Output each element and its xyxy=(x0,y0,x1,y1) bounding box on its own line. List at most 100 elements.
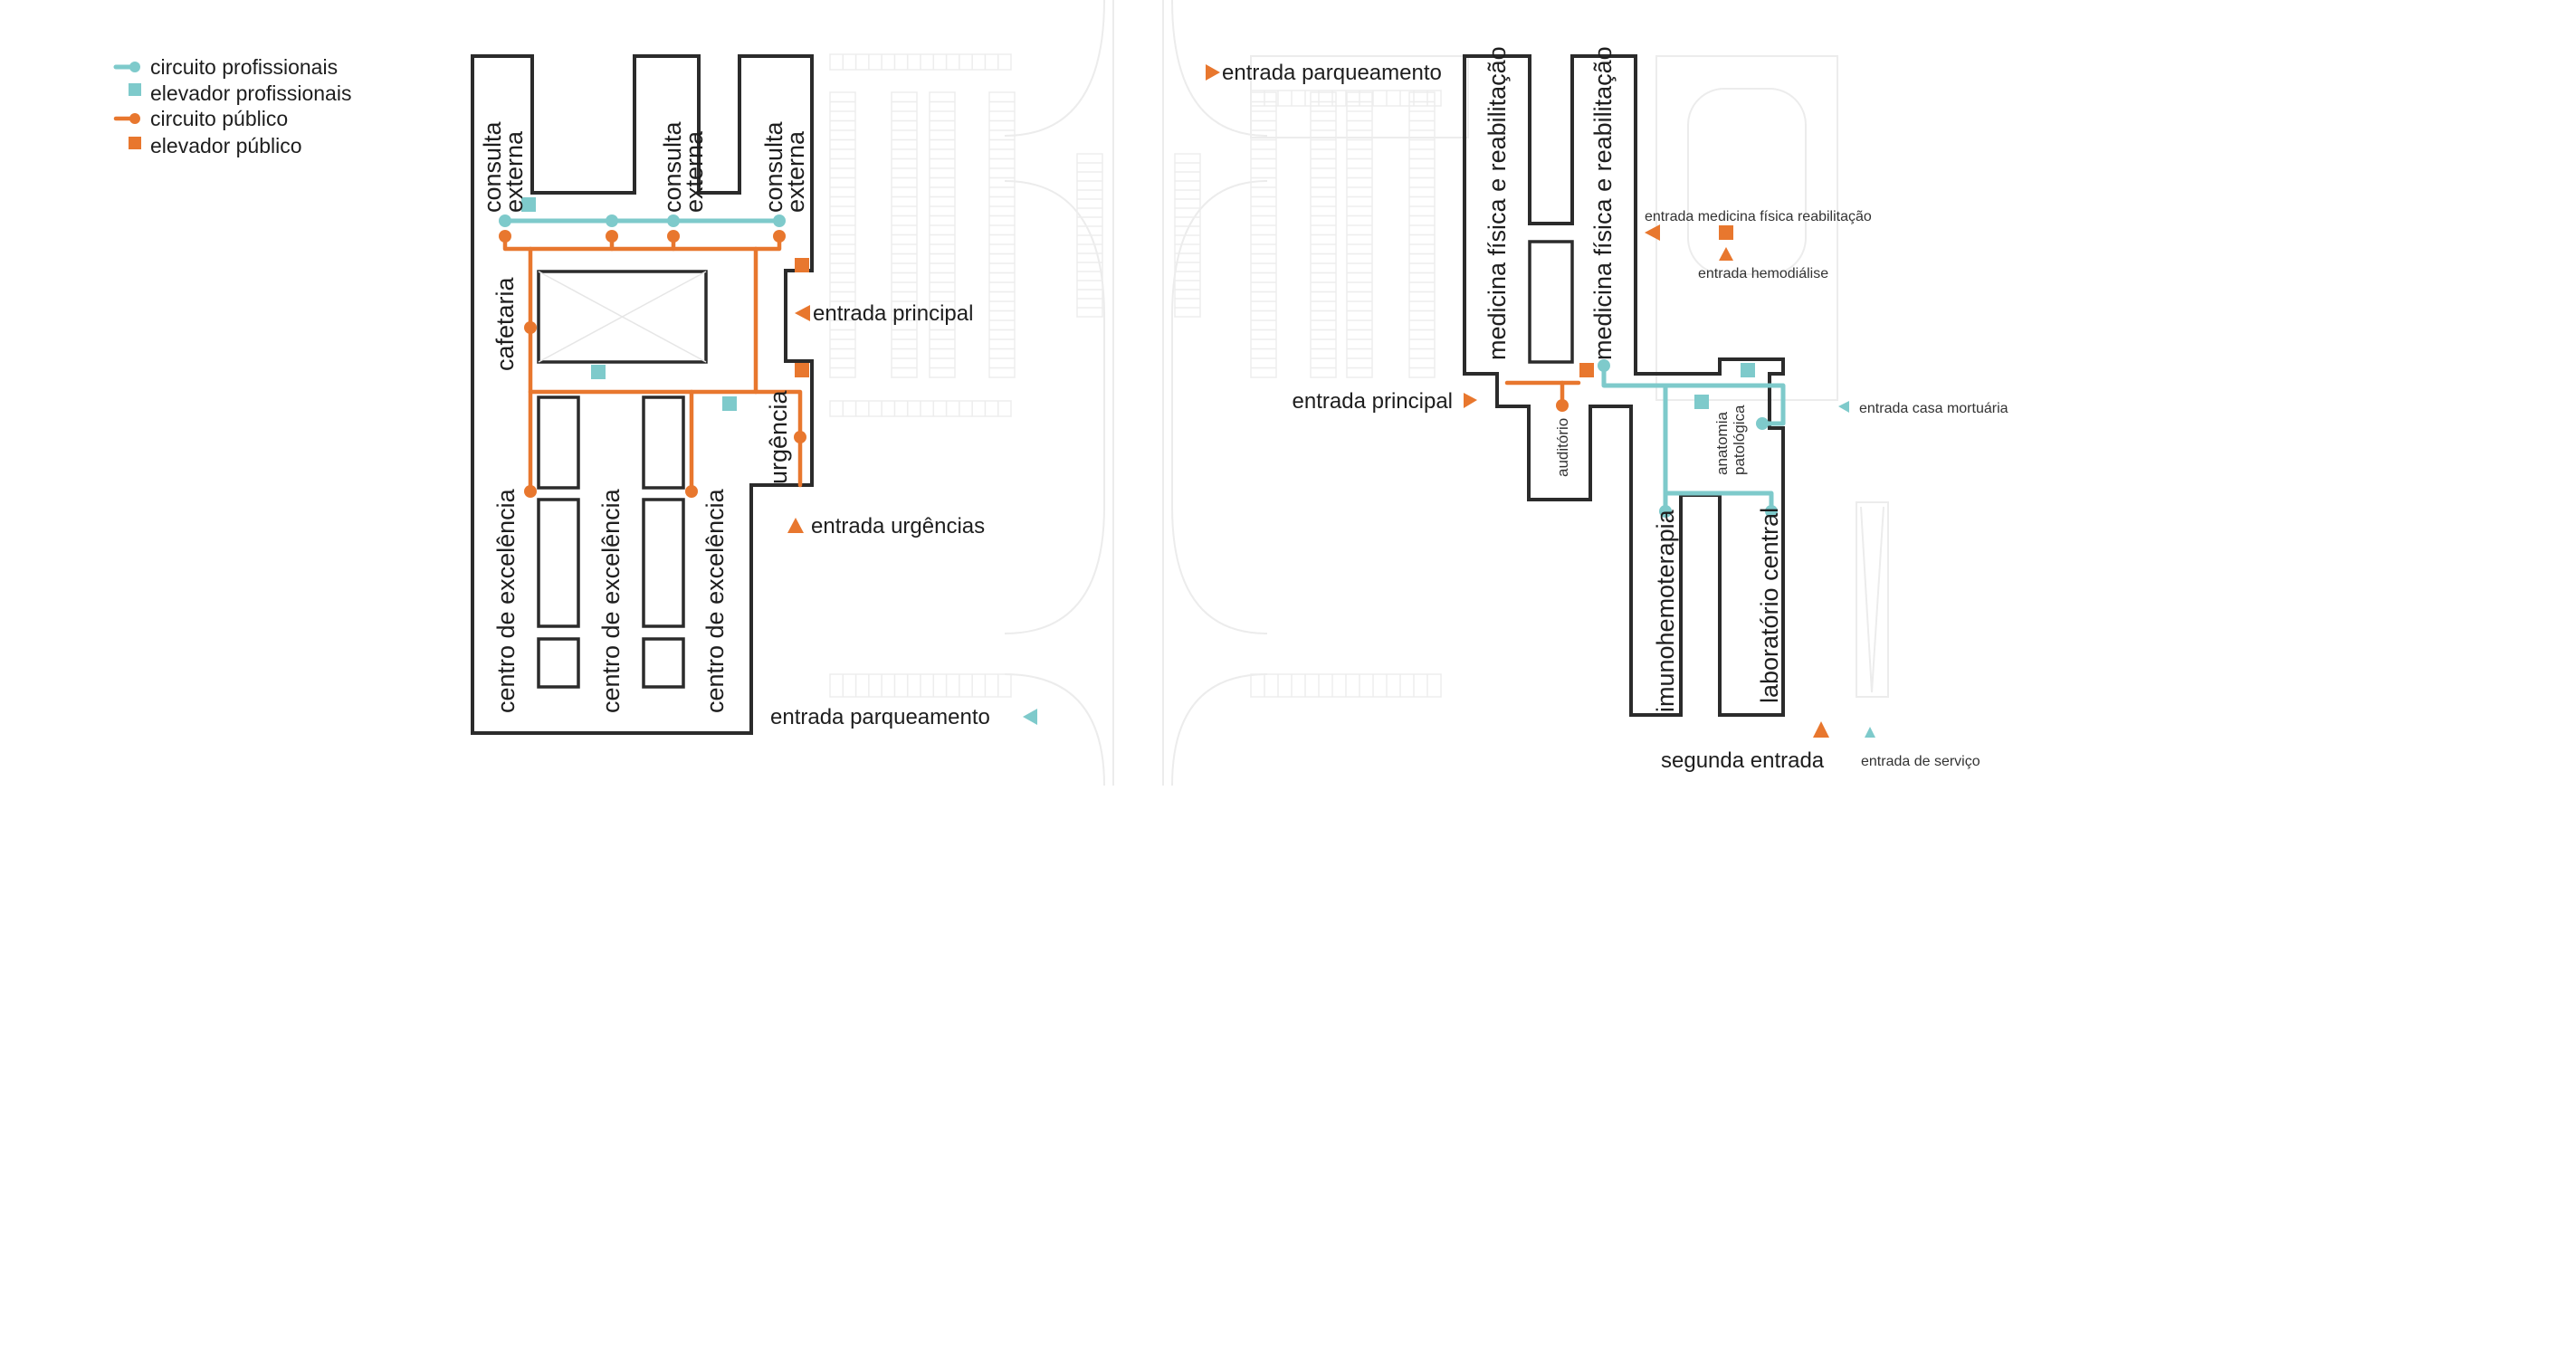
room-label-centro-excelencia: centro de excelência xyxy=(492,488,520,713)
entrance-arrow-left-icon xyxy=(795,305,810,321)
left-professional-circuit xyxy=(499,197,786,411)
left-atrium-void xyxy=(537,270,708,364)
room-label-centro-excelencia: centro de excelência xyxy=(597,488,625,713)
professional-circuit-path xyxy=(1663,383,1774,514)
public-elevator-icon xyxy=(795,363,809,377)
professional-elevator-icon xyxy=(1741,363,1755,377)
service-area-outline xyxy=(1856,501,1889,698)
void xyxy=(642,498,685,628)
void xyxy=(537,498,580,628)
right-professional-circuit xyxy=(1598,359,1786,518)
road-curve xyxy=(1004,0,1105,137)
parking-column xyxy=(829,91,856,378)
parking-column xyxy=(1250,91,1277,378)
right-public-circuit xyxy=(1504,363,1594,412)
legend: circuito profissionais elevador profissi… xyxy=(113,55,351,157)
public-node xyxy=(499,230,511,243)
room-label-medicina-fisica: medicina física e reabilitação xyxy=(1484,46,1511,360)
road-curve xyxy=(1004,180,1105,634)
elevator-square-icon xyxy=(129,83,141,96)
public-circuit-path xyxy=(502,233,782,252)
parking-column xyxy=(988,91,1016,378)
professional-circuit-path xyxy=(1601,363,1786,426)
entrance-label-principal: entrada principal xyxy=(813,301,973,326)
entrance-arrow-left-icon xyxy=(1645,224,1660,241)
room-label-auditorio: auditório xyxy=(1554,418,1571,477)
road-curve xyxy=(1004,673,1105,786)
parking-column xyxy=(1076,153,1103,318)
parking-column xyxy=(891,91,918,378)
void xyxy=(537,395,580,490)
road-curve xyxy=(1171,673,1268,786)
professional-elevator-icon xyxy=(1694,395,1709,409)
professional-elevator-icon xyxy=(722,396,737,411)
void xyxy=(642,395,685,490)
room-label-consulta-externa: consulta externa xyxy=(760,115,809,213)
room-label-urgencia: urgência xyxy=(765,389,792,484)
entrance-label-mortuaria: entrada casa mortuária xyxy=(1859,401,2008,416)
legend-dot-icon xyxy=(129,113,140,124)
public-elevator-icon xyxy=(795,258,809,272)
right-building: medicina física e reabilitação medicina … xyxy=(1206,46,2008,773)
legend-label: elevador profissionais xyxy=(150,81,351,105)
road-curve xyxy=(1171,180,1268,634)
parking-row xyxy=(1250,673,1442,698)
room-label-consulta-externa: consulta externa xyxy=(659,115,708,213)
room-label-centro-excelencia: centro de excelência xyxy=(701,488,729,713)
professional-node xyxy=(1659,505,1672,518)
professional-node xyxy=(499,214,511,227)
professional-elevator-icon xyxy=(591,365,606,379)
entrance-label-hemodialise: entrada hemodiálise xyxy=(1698,266,1828,281)
room-label-medicina-fisica: medicina física e reabilitação xyxy=(1589,46,1617,360)
public-circuit-path xyxy=(528,389,803,488)
professional-elevator-icon xyxy=(521,197,536,212)
left-small-voids xyxy=(537,395,685,689)
parking-column xyxy=(929,91,956,378)
entrance-arrow-up-icon xyxy=(787,518,804,533)
void xyxy=(642,637,685,689)
entrance-label-parqueamento: entrada parqueamento xyxy=(770,705,990,729)
entrance-arrow-up-icon xyxy=(1813,721,1829,738)
parking-row xyxy=(829,53,1012,71)
roundabout-outline xyxy=(1687,88,1807,275)
parking-row xyxy=(1250,90,1442,107)
entrance-label-medicina: entrada medicina física reabilitação xyxy=(1645,209,1872,224)
left-building-outline xyxy=(471,54,814,735)
professional-node xyxy=(1765,505,1778,518)
parking-row xyxy=(829,400,1012,417)
legend-label: elevador público xyxy=(150,134,302,157)
legend-label: circuito público xyxy=(150,107,288,130)
public-node xyxy=(667,230,680,243)
entrance-arrow-up-icon xyxy=(1865,727,1875,738)
public-elevator-icon xyxy=(1579,363,1594,377)
public-node xyxy=(606,230,618,243)
entrance-label-segunda: segunda entrada xyxy=(1661,748,1825,773)
service-area-line xyxy=(1871,506,1884,693)
room-label-consulta-externa: consulta externa xyxy=(479,115,528,213)
legend-dot-icon xyxy=(129,62,140,72)
professional-node xyxy=(606,214,618,227)
entrance-label-servico: entrada de serviço xyxy=(1861,754,1980,769)
right-building-outline xyxy=(1463,54,1785,717)
room-label-laboratorio-central: laboratório central xyxy=(1756,508,1783,703)
public-node xyxy=(794,431,806,443)
professional-node xyxy=(667,214,680,227)
left-room-labels: consulta externa consulta externa consul… xyxy=(479,115,809,713)
background-site-plan xyxy=(829,0,1889,786)
entrance-arrow-up-icon xyxy=(1719,247,1733,261)
parking-column xyxy=(1408,91,1436,378)
inner-courtyard-void xyxy=(1528,240,1574,364)
left-public-circuit xyxy=(499,230,809,498)
public-node xyxy=(685,485,698,498)
left-building: consulta externa consulta externa consul… xyxy=(471,54,1037,735)
legend-item-professional-elevator: elevador profissionais xyxy=(129,81,351,105)
public-node xyxy=(524,485,537,498)
elevator-square-icon xyxy=(129,137,141,149)
room-label-imunohemoterapia: imunohemoterapia xyxy=(1652,509,1679,712)
road-curve xyxy=(1171,0,1268,137)
entrance-label-principal: entrada principal xyxy=(1293,389,1453,414)
entrance-arrow-left-icon xyxy=(1838,401,1849,413)
public-node xyxy=(1556,399,1569,412)
public-elevator-icon xyxy=(1719,225,1733,240)
